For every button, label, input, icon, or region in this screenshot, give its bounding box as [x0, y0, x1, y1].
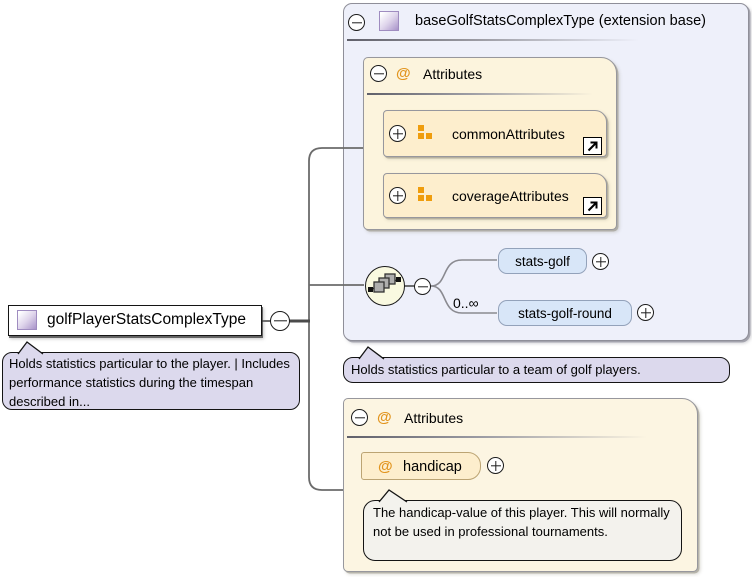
at-icon: @ [378, 458, 393, 475]
complex-type-icon [17, 310, 37, 330]
base-type-title: baseGolfStatsComplexType (extension base… [415, 13, 706, 29]
expand-toggle[interactable] [592, 253, 609, 270]
annotation-text: The handicap-value of this player. This … [373, 505, 670, 539]
attribute-annotation: The handicap-value of this player. This … [363, 489, 682, 561]
complex-type-icon [379, 11, 399, 31]
header-separator [347, 39, 639, 41]
reference-link-icon[interactable] [583, 197, 602, 215]
element-stats-golf[interactable]: stats-golf [498, 248, 587, 274]
at-icon: @ [396, 65, 411, 82]
sequence-collapse-toggle[interactable] [414, 278, 431, 295]
expand-toggle[interactable] [487, 457, 504, 474]
attributes-collapse-toggle[interactable] [370, 65, 387, 82]
sequence-icon [368, 273, 401, 293]
attribute-group-label: coverageAttributes [452, 188, 569, 204]
root-type-title: golfPlayerStatsComplexType [47, 311, 247, 328]
expand-toggle[interactable] [637, 304, 654, 321]
attribute-group-icon [418, 125, 432, 139]
attributes-section-title: Attributes [423, 66, 483, 82]
attributes-collapse-toggle[interactable] [351, 409, 368, 426]
element-label: stats-golf-round [518, 305, 612, 321]
reference-link-icon[interactable] [583, 137, 602, 155]
element-stats-golf-round[interactable]: stats-golf-round [498, 300, 632, 326]
root-collapse-toggle[interactable] [270, 311, 290, 331]
expand-toggle[interactable] [389, 125, 406, 142]
at-icon: @ [377, 409, 392, 426]
occurrence-label: 0..∞ [453, 295, 479, 311]
annotation-text: Holds statistics particular to the playe… [9, 356, 290, 409]
annotation-text: Holds statistics particular to a team of… [351, 362, 641, 377]
attribute-group-icon [418, 187, 432, 201]
root-type-annotation: Holds statistics particular to the playe… [2, 341, 300, 410]
attribute-group-label: commonAttributes [452, 126, 565, 142]
attribute-label: handicap [403, 459, 462, 475]
root-type-box[interactable] [8, 305, 262, 336]
attribute-handicap[interactable]: @ handicap [361, 452, 481, 480]
attributes-separator [347, 436, 647, 438]
expand-toggle[interactable] [389, 187, 406, 204]
sequence-compositor[interactable] [365, 266, 405, 306]
base-type-annotation: Holds statistics particular to a team of… [343, 346, 730, 383]
element-label: stats-golf [515, 253, 570, 269]
attributes-separator [367, 93, 593, 95]
attributes-section-title: Attributes [404, 410, 464, 426]
base-type-collapse-toggle[interactable] [348, 14, 365, 31]
